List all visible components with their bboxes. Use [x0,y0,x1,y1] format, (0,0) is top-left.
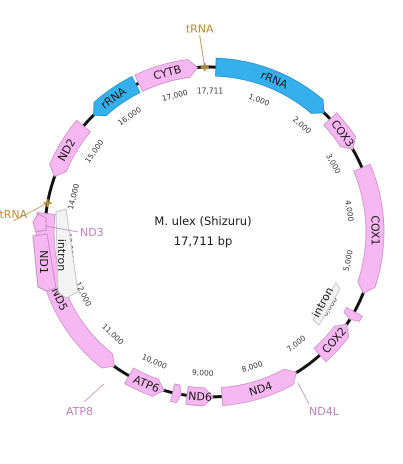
trna-callout-line-0 [199,35,206,68]
intron-left-feature [55,208,79,299]
nd4l-callout-label: ND4L [309,405,340,418]
trna-label-0: tRNA [186,22,214,35]
tick-label-9: 10,000 [140,352,168,371]
tick-label-7: 8,000 [241,359,264,374]
nd4-feature-5 [220,368,297,406]
tick-label-17: 17,711 [197,87,223,96]
nd2-feature-10 [49,119,92,178]
nd1-label: ND1 [37,250,50,274]
rrna-feature-11 [93,75,141,117]
tick-label-10: 11,000 [100,322,125,347]
tick-label-3: 4,000 [343,199,355,222]
tick-label-6: 7,000 [285,333,308,353]
plasmid-name: M. ulex (Shizuru) [154,214,251,228]
tick-label-14: 15,000 [83,138,106,165]
intron-left-label: intron [55,239,68,271]
cox2-feature-4 [313,323,350,363]
cox3-feature-1 [323,112,357,150]
intron-right-feature [312,282,341,326]
nd4l-callout-line [297,382,310,405]
atp8-callout-label: ATP8 [66,405,93,418]
trna-callout-line-1 [13,202,48,222]
tick-label-16: 17,000 [161,88,189,103]
nd3-inner-feature [32,213,47,233]
rrna-feature-0 [215,57,325,114]
nd3-callout-label: ND3 [80,226,104,239]
nd6-label-6: ND6 [188,389,212,403]
tick-label-2: 3,000 [324,152,342,175]
tick-label-13: 14,000 [66,182,81,210]
small-feature-7 [170,383,182,404]
nd3-callout-line [45,225,79,233]
trna-label-1: tRNA [0,208,28,221]
plasmid-size: 17,711 bp [174,234,233,248]
tick-label-15: 16,000 [116,105,143,127]
atp6-feature-8 [124,367,165,397]
tick-label-1: 2,000 [291,115,313,136]
nd6-feature-6 [185,386,214,407]
tick-label-0: 1,000 [247,92,270,108]
tick-label-8: 9,000 [192,368,214,378]
tick-label-4: 5,000 [342,249,355,272]
small-feature-3 [343,306,363,322]
cytb-feature-12 [134,59,199,92]
nd1-feature [32,233,57,292]
atp8-callout-line [83,383,105,403]
cox1-feature-2 [353,163,385,294]
cox1-label-2: COX1 [368,215,381,245]
